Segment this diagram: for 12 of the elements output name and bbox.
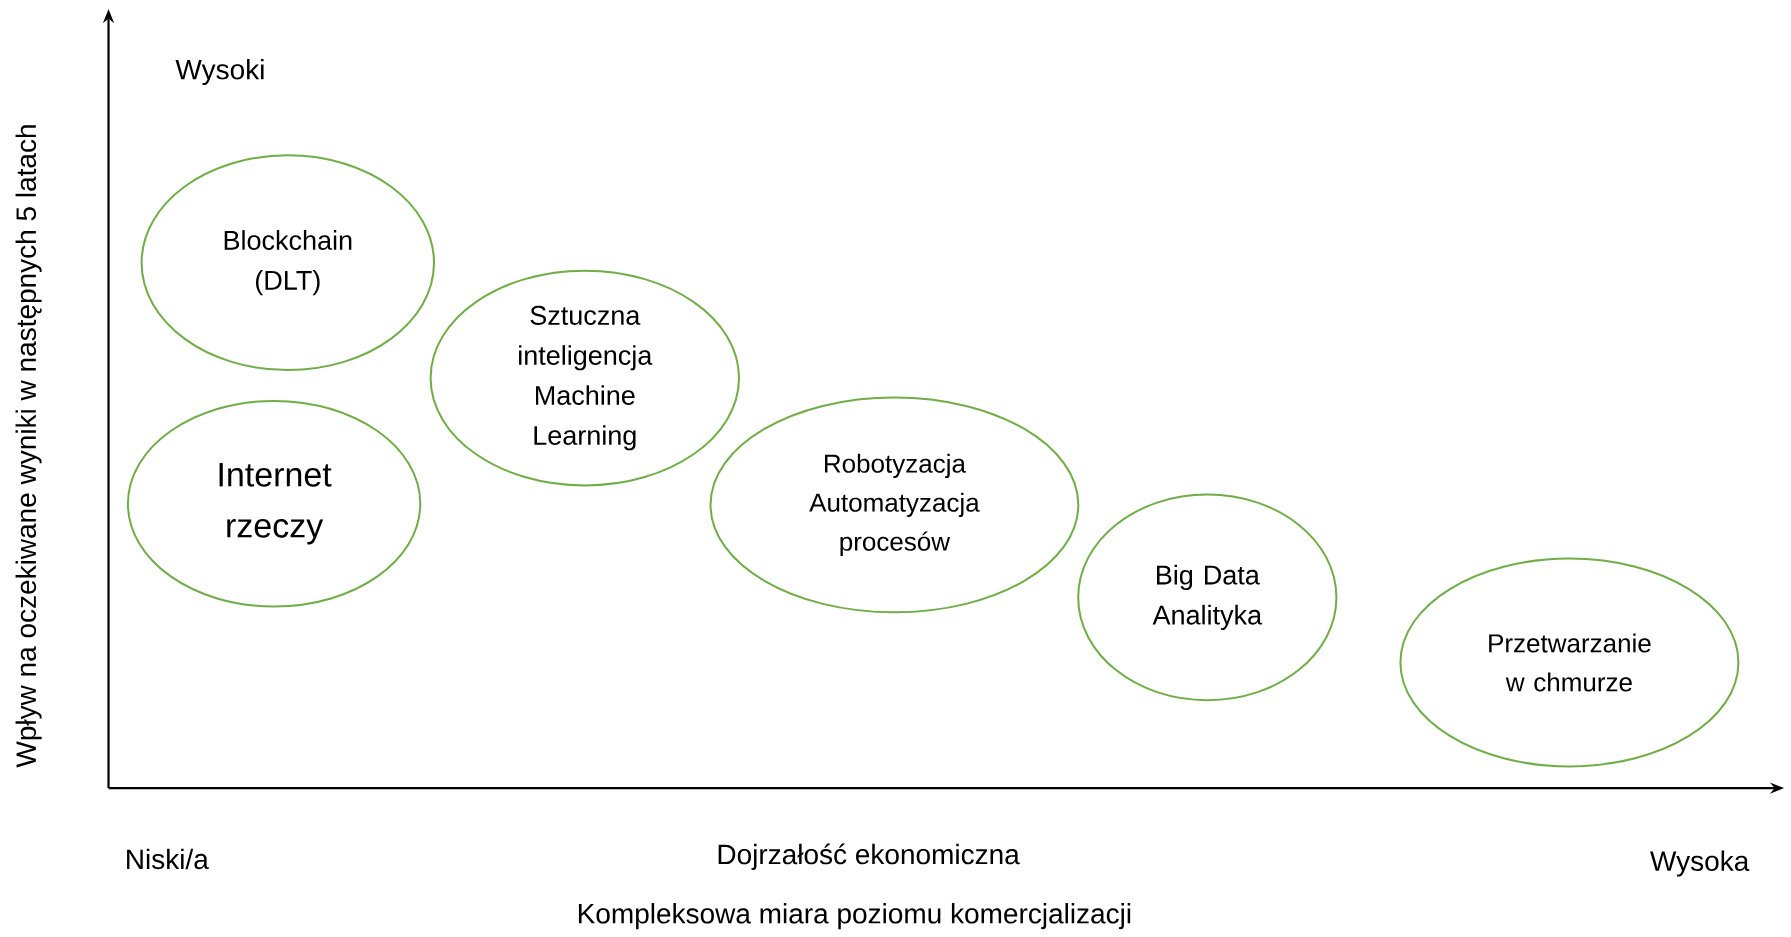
ellipse-node: Blockchain (DLT) (140, 154, 435, 372)
axis-label: Wysoka (1650, 850, 1750, 877)
axis-label: Wpływ na oczekiwane wyniki w następnych 5 latach (15, 125, 42, 768)
ellipse-node: Internet rzeczy (126, 399, 422, 608)
axis-label: Kompleksowa miara poziomu komercjalizacji (578, 903, 1131, 930)
ellipse-node: Big Data Analityka (1077, 493, 1338, 702)
axis-label: Wysoki (175, 58, 264, 86)
ellipse-node: Przetwarzanie w chmurze (1399, 557, 1740, 768)
axis-label: Niski/a (127, 848, 209, 870)
ellipse-node: Robotyzacja Automatyzacja procesów (709, 396, 1080, 614)
ellipse-node: Sztuczna inteligencja Machine Learning (429, 269, 740, 487)
axis-label: Dojrzałość ekonomiczna (718, 843, 1020, 870)
